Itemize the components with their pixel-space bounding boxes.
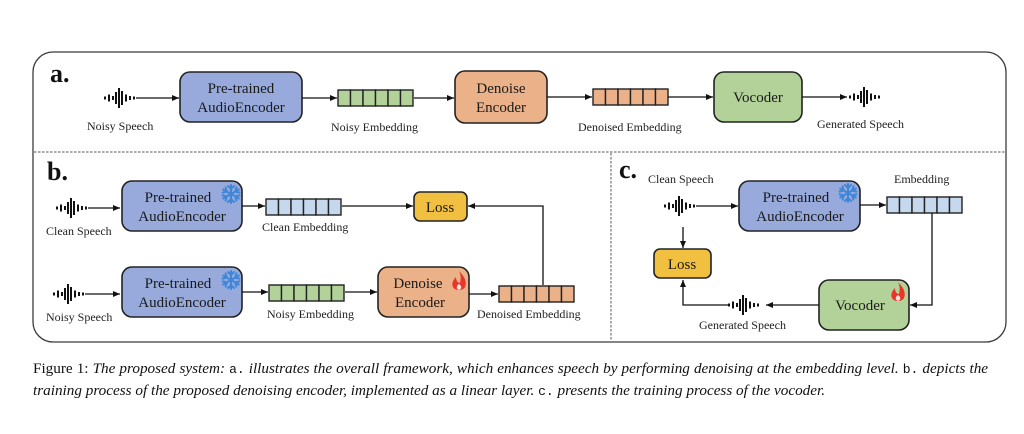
noisy-encoder-label-line1: Pre-trained (145, 276, 212, 292)
embedding-vector (886, 196, 963, 214)
embedding-cell (387, 89, 402, 107)
noisy-embedding-vector (337, 89, 414, 107)
caption-label: Figure 1: (33, 360, 89, 377)
embedding-cell (898, 196, 913, 214)
loss-label: Loss (426, 200, 455, 216)
embedding-cell (277, 198, 292, 216)
panel-b: b. Clean Speech Pre-trained AudioEncoder… (46, 157, 581, 324)
embedding-label: Embedding (894, 172, 949, 186)
embedding-cell (362, 89, 377, 107)
caption-b-marker: b. (902, 362, 919, 377)
clean-embedding-label: Clean Embedding (262, 220, 348, 234)
embedding-cell (523, 285, 538, 303)
caption-a-text: illustrates the overall framework, which… (248, 360, 899, 377)
panel-b-letter: b. (47, 157, 68, 186)
embedding-cell (399, 89, 414, 107)
vocoder-label: Vocoder (733, 90, 783, 106)
embedding-cell (886, 196, 901, 214)
denoised-embedding-label: Denoised Embedding (578, 120, 682, 134)
embedding-cell (498, 285, 513, 303)
panel-c: c. Clean Speech Pre-trained AudioEncoder… (619, 155, 963, 332)
embedding-cell (374, 89, 389, 107)
embedding-cell (337, 89, 352, 107)
denoise-label-line1: Denoise (393, 276, 442, 292)
embedding-cell (349, 89, 364, 107)
loss-block (653, 248, 712, 279)
system-diagram: a. Noisy Speech Pre-trained AudioEncoder… (32, 51, 1007, 343)
noisy-speech-label: Noisy Speech (46, 310, 112, 324)
noisy-embedding-label: Noisy Embedding (267, 307, 354, 321)
embedding-cell (293, 284, 308, 302)
denoise-label-line1: Denoise (476, 81, 525, 97)
loss-label: Loss (668, 257, 697, 273)
embedding-cell (548, 285, 563, 303)
figure-caption: Figure 1: The proposed system: a. illust… (33, 358, 988, 402)
embedding-cell (535, 285, 550, 303)
embedding-cell (268, 284, 283, 302)
generated-speech-label: Generated Speech (699, 318, 786, 332)
denoised-embedding-vector (592, 88, 669, 106)
noisy-embedding-vector (268, 284, 345, 302)
embedding-cell (911, 196, 926, 214)
clean-embedding-vector (265, 198, 342, 216)
embedding-cell (327, 198, 342, 216)
panel-a-letter: a. (50, 59, 70, 88)
embedding-cell (560, 285, 575, 303)
panel-c-letter: c. (619, 155, 637, 184)
embedding-cell (305, 284, 320, 302)
encoder-label-line2: AudioEncoder (756, 209, 843, 225)
caption-c-marker: c. (538, 384, 554, 399)
figure-frame (32, 51, 1007, 343)
embedding-cell (948, 196, 963, 214)
embedding-cell (629, 88, 644, 106)
embedding-cell (290, 198, 305, 216)
encoder-label-line2: AudioEncoder (197, 100, 284, 116)
clean-speech-label: Clean Speech (46, 224, 112, 238)
caption-a-marker: a. (229, 362, 245, 377)
embedding-cell (302, 198, 317, 216)
embedding-cell (315, 198, 330, 216)
clean-encoder-label-line1: Pre-trained (145, 190, 212, 206)
noisy-encoder-label-line2: AudioEncoder (138, 295, 225, 311)
embedding-cell (280, 284, 295, 302)
generated-speech-label: Generated Speech (817, 117, 904, 131)
embedding-cell (923, 196, 938, 214)
caption-c-text: presents the training process of the voc… (557, 382, 826, 399)
clean-speech-label: Clean Speech (648, 172, 714, 186)
embedding-cell (265, 198, 280, 216)
vocoder-label: Vocoder (835, 298, 885, 314)
denoise-encoder-block (377, 266, 470, 318)
denoise-label-line2: Encoder (476, 100, 526, 116)
embedding-cell (617, 88, 632, 106)
embedding-cell (510, 285, 525, 303)
embedding-cell (330, 284, 345, 302)
caption-lead: The proposed system: (92, 360, 225, 377)
noisy-embedding-label: Noisy Embedding (331, 120, 418, 134)
panel-a: a. Noisy Speech Pre-trained AudioEncoder… (50, 59, 904, 134)
embedding-cell (592, 88, 607, 106)
embedding-cell (604, 88, 619, 106)
clean-encoder-label-line2: AudioEncoder (138, 209, 225, 225)
denoised-embedding-vector (498, 285, 575, 303)
pretrained-audio-encoder-block (738, 180, 861, 232)
loss-block (413, 191, 468, 222)
embedding-cell (318, 284, 333, 302)
encoder-label-line1: Pre-trained (763, 190, 830, 206)
embedding-cell (654, 88, 669, 106)
noisy-speech-label: Noisy Speech (87, 119, 153, 133)
denoise-label-line2: Encoder (395, 295, 445, 311)
caption-b-text: depicts the training process of the prop… (33, 360, 989, 399)
embedding-cell (936, 196, 951, 214)
embedding-cell (642, 88, 657, 106)
encoder-label-line1: Pre-trained (208, 81, 275, 97)
pretrained-audio-encoder-block (179, 71, 303, 123)
denoised-embedding-label: Denoised Embedding (477, 307, 581, 321)
